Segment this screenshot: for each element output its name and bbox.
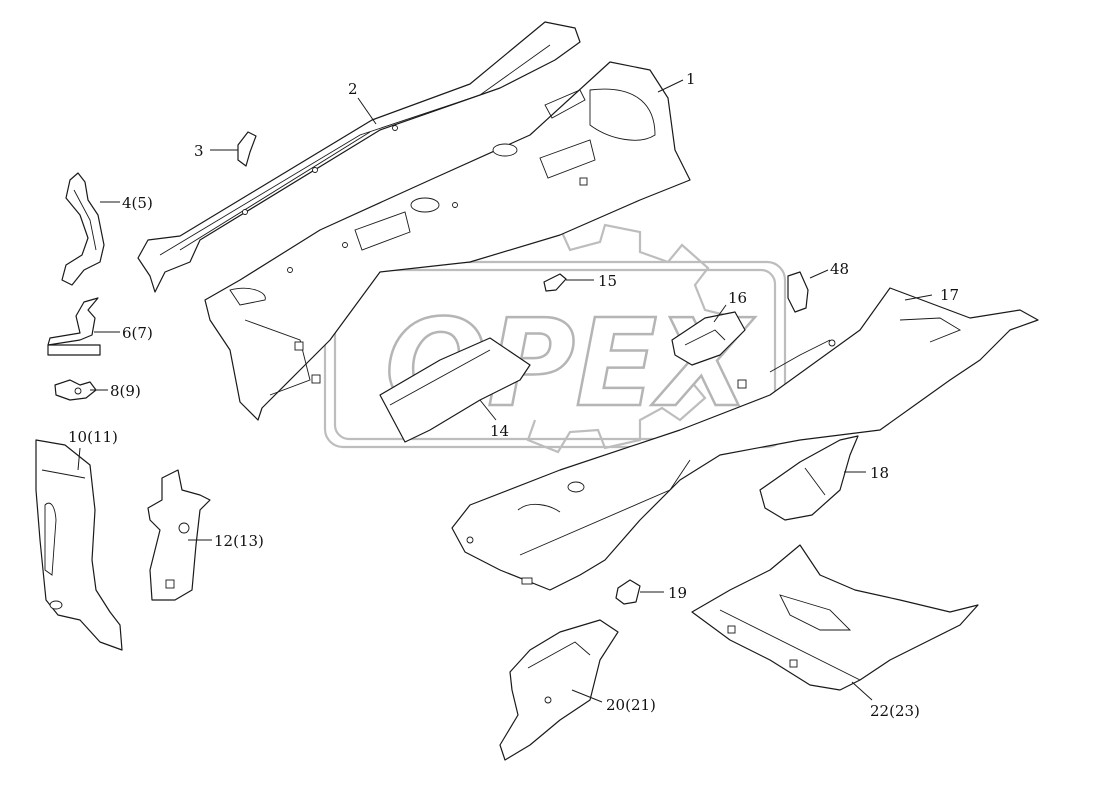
callout-14: 14 <box>490 422 509 440</box>
part-2-crossmember <box>137 21 581 293</box>
callout-12-13: 12(13) <box>214 532 264 550</box>
callout-48: 48 <box>830 260 849 278</box>
callout-4-5: 4(5) <box>122 194 153 212</box>
callout-15: 15 <box>598 272 617 290</box>
part-22-floor <box>691 544 979 691</box>
leader-lines <box>77 79 933 703</box>
callout-16: 16 <box>728 289 747 307</box>
part-19-pad <box>615 579 641 605</box>
callout-17: 17 <box>940 286 959 304</box>
part-17-floor <box>451 287 1039 591</box>
part-12-bracket <box>147 469 211 601</box>
callout-18: 18 <box>870 464 889 482</box>
part-1-dash-panel <box>204 61 691 421</box>
watermark-frame-outer <box>323 260 787 449</box>
watermark-frame-inner <box>333 268 777 441</box>
part-4-bracket <box>61 172 105 286</box>
callout-3: 3 <box>194 142 204 160</box>
part-6-bracket <box>47 297 101 356</box>
part-8-clip <box>54 379 97 401</box>
part-16-plate <box>671 311 746 366</box>
part-14-bracket <box>379 337 531 443</box>
callout-1: 1 <box>686 70 696 88</box>
callout-19: 19 <box>668 584 687 602</box>
callout-10-11: 10(11) <box>68 428 118 446</box>
callout-labels: 1 2 3 4(5) 6(7) 8(9) 10(11) 12(13) 14 15… <box>68 70 959 720</box>
part-18-bracket <box>759 435 859 521</box>
callout-2: 2 <box>348 80 358 98</box>
callout-8-9: 8(9) <box>110 382 141 400</box>
part-3-bracket <box>237 131 257 167</box>
part-20-bracket <box>499 619 619 761</box>
callout-20-21: 20(21) <box>606 696 656 714</box>
part-15-clip <box>543 273 567 292</box>
part-48-bracket <box>787 271 809 313</box>
part-10-pillar <box>35 439 123 651</box>
callout-6-7: 6(7) <box>122 324 153 342</box>
callout-22-23: 22(23) <box>870 702 920 720</box>
